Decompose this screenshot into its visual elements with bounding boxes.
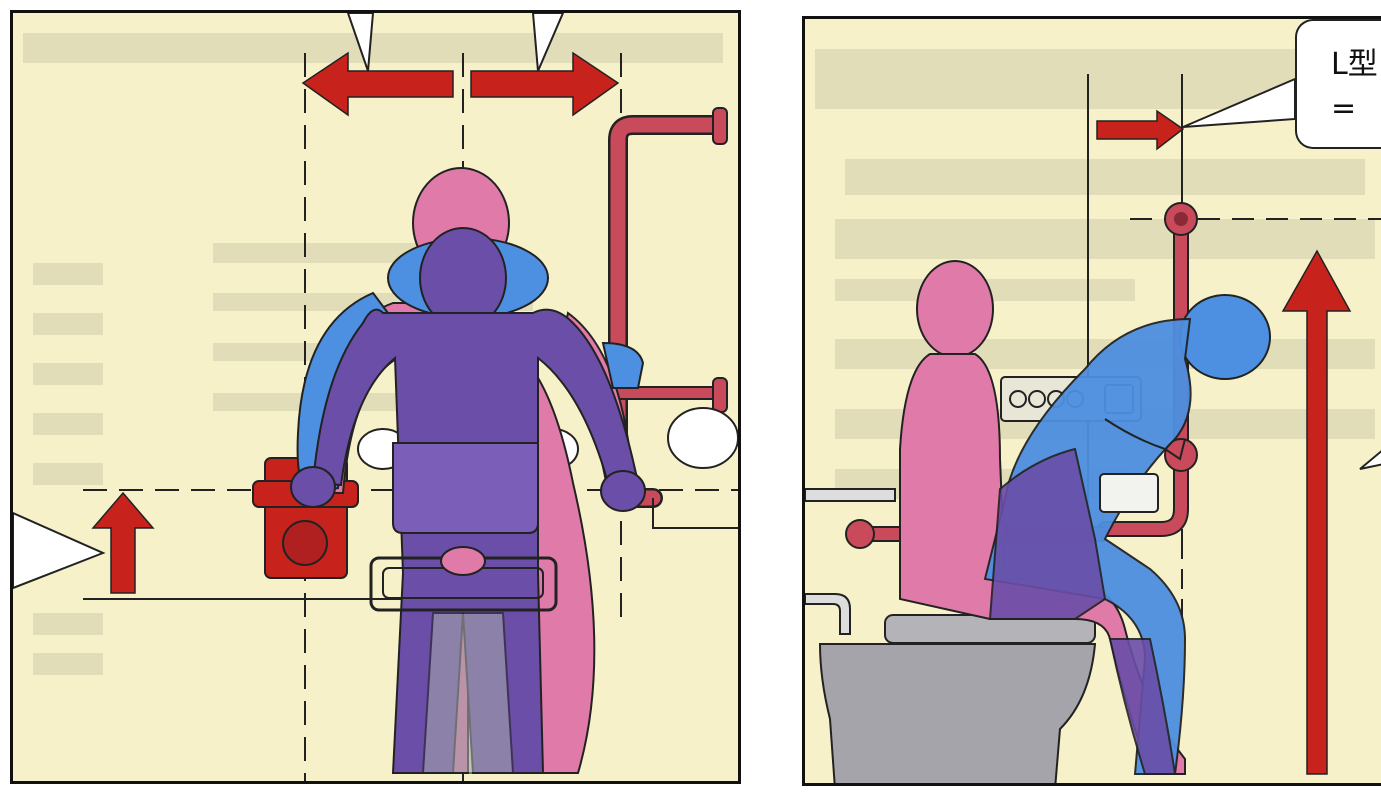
callout-equals: = [1331,87,1381,131]
water-pipes [805,489,895,634]
toilet-bowl [820,615,1095,786]
speech-pointer-icon [1360,449,1381,469]
arrow-up-icon [93,493,153,593]
speech-pointer-icon [13,513,103,588]
front-view-panel [10,10,741,784]
l-type-callout: L型 = [1295,19,1381,149]
arrow-up-icon [1283,251,1350,774]
paper-holder [1100,474,1158,512]
wall-fixture [653,408,738,528]
callout-title: L型 [1331,43,1381,87]
front-view-illustration [13,13,738,781]
arrow-right-icon [1097,111,1183,149]
side-view-panel: L型 = [802,16,1381,786]
